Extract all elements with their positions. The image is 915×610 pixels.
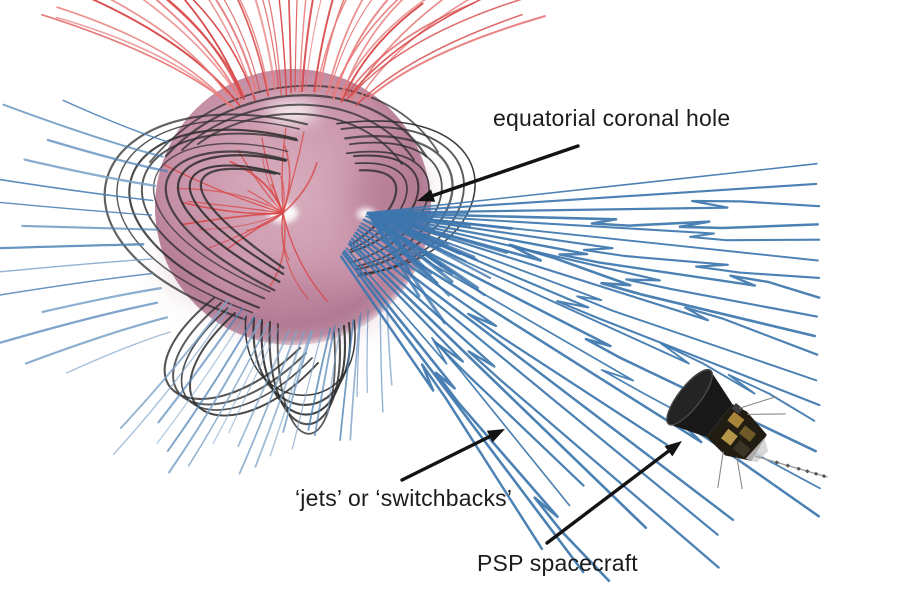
blue-left-field-lines xyxy=(0,99,171,374)
label-psp-spacecraft: PSP spacecraft xyxy=(477,550,638,576)
annotation-arrows xyxy=(400,144,682,545)
blue-bottom-field-lines xyxy=(112,299,393,475)
label-equatorial-coronal-hole: equatorial coronal hole xyxy=(493,105,731,131)
red-polar-field-lines xyxy=(41,0,546,110)
red-surface-field-lines xyxy=(163,127,328,302)
label-jets-or-switchbacks: ‘jets’ or ‘switchbacks’ xyxy=(295,485,513,511)
psp-spacecraft xyxy=(666,368,828,490)
